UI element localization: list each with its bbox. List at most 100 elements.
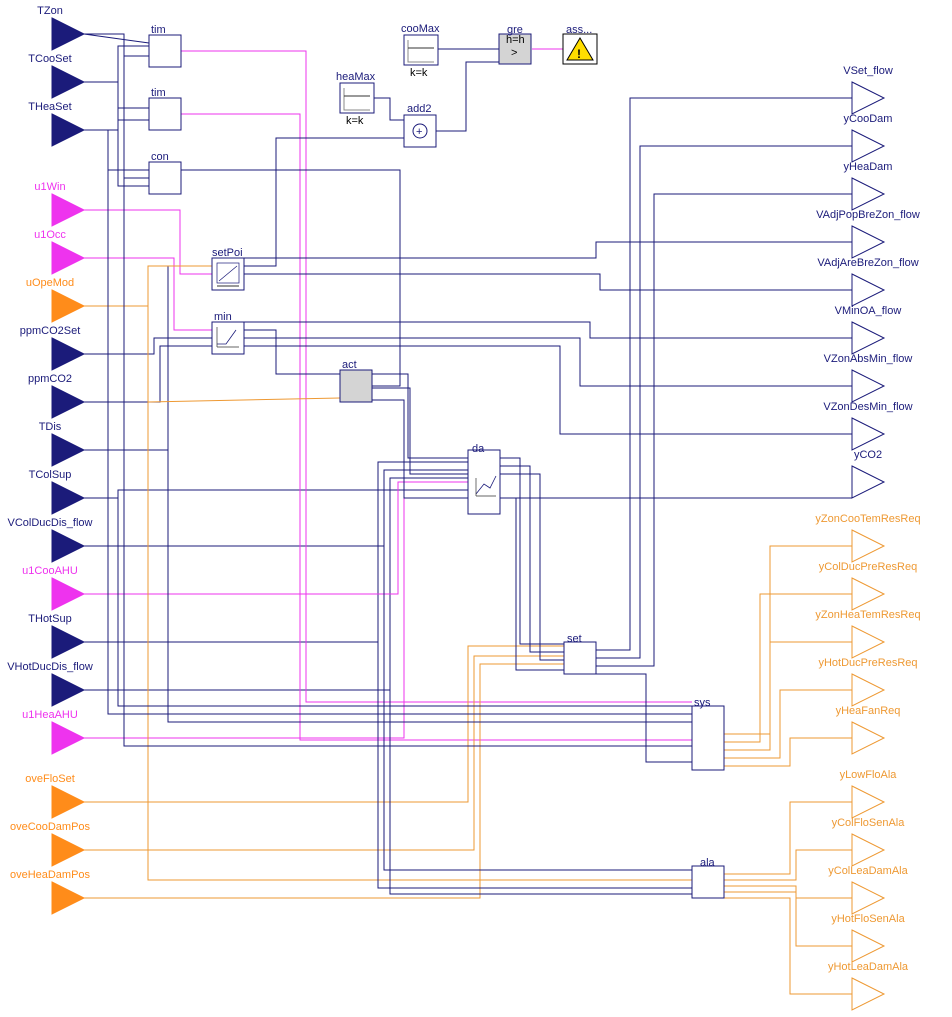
output-yCooDam[interactable]: yCooDam	[844, 113, 893, 163]
tim-block-2[interactable]: tim	[148, 87, 182, 131]
input-u1CooAHU[interactable]: u1CooAHU	[22, 565, 86, 611]
output-label: yHeaFanReq	[836, 705, 901, 717]
output-yLowFloAla[interactable]: yLowFloAla	[840, 769, 898, 819]
output-yHotDucPreResReq[interactable]: yHotDucPreResReq	[818, 657, 918, 707]
connection-wire	[181, 113, 692, 741]
connection-wire	[724, 801, 852, 875]
output-yHotLeaDamAla[interactable]: yHotLeaDamAla	[828, 961, 909, 1011]
input-triangle	[51, 577, 86, 611]
set-block[interactable]: set	[563, 633, 597, 675]
connection-wire	[244, 329, 340, 375]
output-yZonHeaTemResReq[interactable]: yZonHeaTemResReq	[815, 609, 921, 659]
output-yHotFloSenAla[interactable]: yHotFloSenAla	[831, 913, 906, 963]
output-triangle	[851, 417, 886, 451]
input-label: THeaSet	[28, 101, 71, 113]
connection-wire	[147, 397, 341, 403]
connection-wire	[724, 891, 852, 947]
add2-block[interactable]: + add2	[403, 103, 437, 148]
input-oveCooDamPos[interactable]: oveCooDamPos	[10, 821, 91, 867]
heaMax-block[interactable]: heaMax k=k	[336, 71, 376, 127]
output-label: yZonCooTemResReq	[815, 513, 920, 525]
output-VAdjAreBreZon_flow[interactable]: VAdjAreBreZon_flow	[817, 257, 919, 307]
connection-wire	[117, 490, 692, 707]
input-TZon[interactable]: TZon	[37, 5, 86, 51]
connection-wire	[181, 50, 692, 703]
output-label: yHotDucPreResReq	[818, 657, 917, 669]
act-block[interactable]: act	[339, 359, 373, 403]
connection-wire	[724, 545, 852, 735]
cooMax-block[interactable]: cooMax k=k	[401, 23, 440, 79]
output-triangle	[851, 625, 886, 659]
output-VAdjPopBreZon_flow[interactable]: VAdjPopBreZon_flow	[816, 209, 920, 259]
input-u1Occ[interactable]: u1Occ	[34, 229, 86, 275]
connection-wire	[596, 145, 852, 659]
connection-wire	[84, 477, 468, 691]
connection-wire	[372, 399, 852, 499]
connection-wire	[107, 170, 692, 715]
input-u1Win[interactable]: u1Win	[34, 181, 86, 227]
min-block[interactable]: min	[211, 311, 245, 355]
input-label: TZon	[37, 5, 63, 17]
input-TColSup[interactable]: TColSup	[29, 469, 86, 515]
connection-wire	[84, 481, 468, 595]
input-TCooSet[interactable]: TCooSet	[28, 53, 86, 99]
ass-block[interactable]: ! ass...	[562, 24, 598, 65]
input-triangle	[51, 65, 86, 99]
input-triangle	[51, 337, 86, 371]
output-yColFloSenAla[interactable]: yColFloSenAla	[832, 817, 906, 867]
ala-label: ala	[700, 857, 716, 869]
output-label: VSet_flow	[843, 65, 893, 77]
output-VSet_flow[interactable]: VSet_flow	[843, 65, 893, 115]
input-uOpeMod[interactable]: uOpeMod	[26, 277, 86, 323]
tim-block-1[interactable]: tim	[148, 24, 182, 68]
connection-wire	[244, 337, 852, 387]
input-ppmCO2[interactable]: ppmCO2	[28, 373, 86, 419]
input-oveFloSet[interactable]: oveFloSet	[25, 773, 86, 819]
input-triangle	[51, 289, 86, 323]
ala-block[interactable]: ala	[691, 857, 725, 899]
output-VZonAbsMin_flow[interactable]: VZonAbsMin_flow	[824, 353, 913, 403]
input-TDis[interactable]: TDis	[39, 421, 86, 467]
input-triangle	[51, 833, 86, 867]
output-label: yLowFloAla	[840, 769, 898, 781]
connection-wire	[724, 593, 852, 743]
gre-symbol: >	[511, 47, 517, 59]
output-triangle	[851, 273, 886, 307]
connection-wire	[83, 33, 150, 44]
sys-block[interactable]: sys	[691, 697, 725, 771]
connection-wire	[84, 209, 212, 275]
min-label: min	[214, 311, 232, 323]
connection-wire	[377, 642, 692, 889]
output-VMinOA_flow[interactable]: VMinOA_flow	[835, 305, 902, 355]
output-label: yCO2	[854, 449, 882, 461]
output-label: yHotLeaDamAla	[828, 961, 909, 973]
input-ppmCO2Set[interactable]: ppmCO2Set	[20, 325, 86, 371]
output-triangle	[851, 577, 886, 611]
output-yHeaDam[interactable]: yHeaDam	[844, 161, 893, 211]
output-yCO2[interactable]: yCO2	[851, 449, 886, 499]
input-label: u1HeaAHU	[22, 709, 78, 721]
input-THeaSet[interactable]: THeaSet	[28, 101, 86, 147]
setPoi-block[interactable]: setPoi	[211, 247, 245, 291]
connection-wire	[244, 137, 404, 267]
input-label: TCooSet	[28, 53, 71, 65]
connection-wire	[372, 373, 468, 459]
dam-block[interactable]: da	[467, 443, 501, 515]
gre-param: h=h	[506, 34, 525, 46]
connection-wire	[724, 849, 852, 881]
output-triangle	[851, 81, 886, 115]
con-block[interactable]: con	[148, 151, 182, 195]
input-VColDucDis_flow[interactable]: VColDucDis_flow	[8, 517, 93, 563]
output-yColDucPreResReq[interactable]: yColDucPreResReq	[819, 561, 917, 611]
output-yZonCooTemResReq[interactable]: yZonCooTemResReq	[815, 513, 921, 563]
input-THotSup[interactable]: THotSup	[28, 613, 86, 659]
output-yColLeaDamAla[interactable]: yColLeaDamAla	[828, 865, 909, 915]
ass-label: ass...	[566, 24, 592, 36]
input-VHotDucDis_flow[interactable]: VHotDucDis_flow	[7, 661, 93, 707]
output-VZonDesMin_flow[interactable]: VZonDesMin_flow	[823, 401, 913, 451]
input-u1HeaAHU[interactable]: u1HeaAHU	[22, 709, 86, 755]
input-oveHeaDamPos[interactable]: oveHeaDamPos	[10, 869, 91, 915]
gre-block[interactable]: h=h > gre	[498, 24, 532, 65]
output-yHeaFanReq[interactable]: yHeaFanReq	[836, 705, 901, 755]
